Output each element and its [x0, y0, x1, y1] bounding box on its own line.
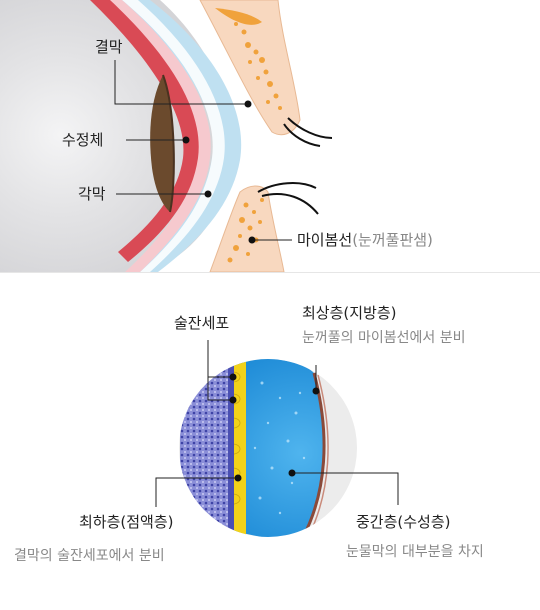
lower-eyelash [257, 182, 317, 193]
leader-dots [182, 100, 256, 244]
mucin-dot [234, 474, 242, 482]
iris-rim [162, 74, 175, 213]
cornea-highlight [122, 0, 225, 272]
eye-cross-section-illustration [0, 0, 333, 272]
lipid-layer [298, 372, 326, 537]
tear-film-leader-dots [229, 373, 320, 482]
label-goblet-cell: 술잔세포 [174, 314, 230, 332]
epithelial-cell-layer [180, 361, 228, 535]
upper-eyelash [287, 117, 333, 139]
iris [150, 75, 174, 212]
leader-lines [114, 60, 292, 241]
meibomian-name: 마이봄선 [297, 231, 353, 249]
aqueous-leader [292, 472, 399, 505]
mucin-leader [155, 477, 238, 507]
aqueous-dot [288, 469, 296, 477]
label-meibomian: 마이봄선(눈꺼풀판샘) [297, 231, 433, 249]
label-aqueous-layer: 중간층(수성층) [356, 513, 451, 531]
desc-lipid-layer: 눈꺼풀의 마이봄선에서 분비 [302, 330, 466, 346]
meibomian-leader-dot [248, 236, 256, 244]
label-cornea: 각막 [78, 185, 106, 203]
goblet-dot-2 [229, 396, 237, 404]
upper-eyelash [283, 123, 321, 147]
meibomian-note: (눈꺼풀판샘) [352, 231, 433, 249]
cornea-leader-dot [204, 190, 212, 198]
tear-film-panel: 술잔세포 최상층(지방층) 눈꺼풀의 마이봄선에서 분비 최하층(점액층) 결막… [0, 273, 540, 610]
section-divider [0, 272, 540, 273]
goblet-leader [207, 340, 233, 401]
tear-film-leaders [155, 340, 399, 507]
desc-mucin-layer: 결막의 술잔세포에서 분비 [14, 548, 165, 564]
goblet-dot-1 [229, 373, 237, 381]
lipid-dot [312, 387, 320, 395]
eye-cross-section-panel: 결막 수정체 각막 마이봄선(눈꺼풀판샘) [0, 0, 540, 272]
aqueous-sparkles [253, 381, 306, 515]
lens-leader-dot [182, 136, 190, 144]
lower-eyelid [209, 185, 285, 272]
lower-eyelash [261, 193, 319, 215]
label-lipid-layer: 최상층(지방층) [302, 304, 397, 322]
conjunctiva-layer [100, 0, 211, 272]
sclera-leader [114, 60, 248, 105]
upper-meibomian-gland [215, 8, 282, 110]
label-sclera: 결막 [95, 38, 123, 56]
upper-eyelid [199, 0, 301, 136]
lower-meibomian-gland [227, 198, 264, 263]
label-mucin-layer: 최하층(점액층) [79, 513, 174, 531]
sclera-leader-dot [244, 100, 252, 108]
aqueous-layer [234, 359, 325, 537]
desc-aqueous-layer: 눈물막의 대부분을 차지 [346, 544, 484, 560]
tear-film-illustration [155, 340, 399, 537]
label-lens: 수정체 [62, 131, 104, 149]
